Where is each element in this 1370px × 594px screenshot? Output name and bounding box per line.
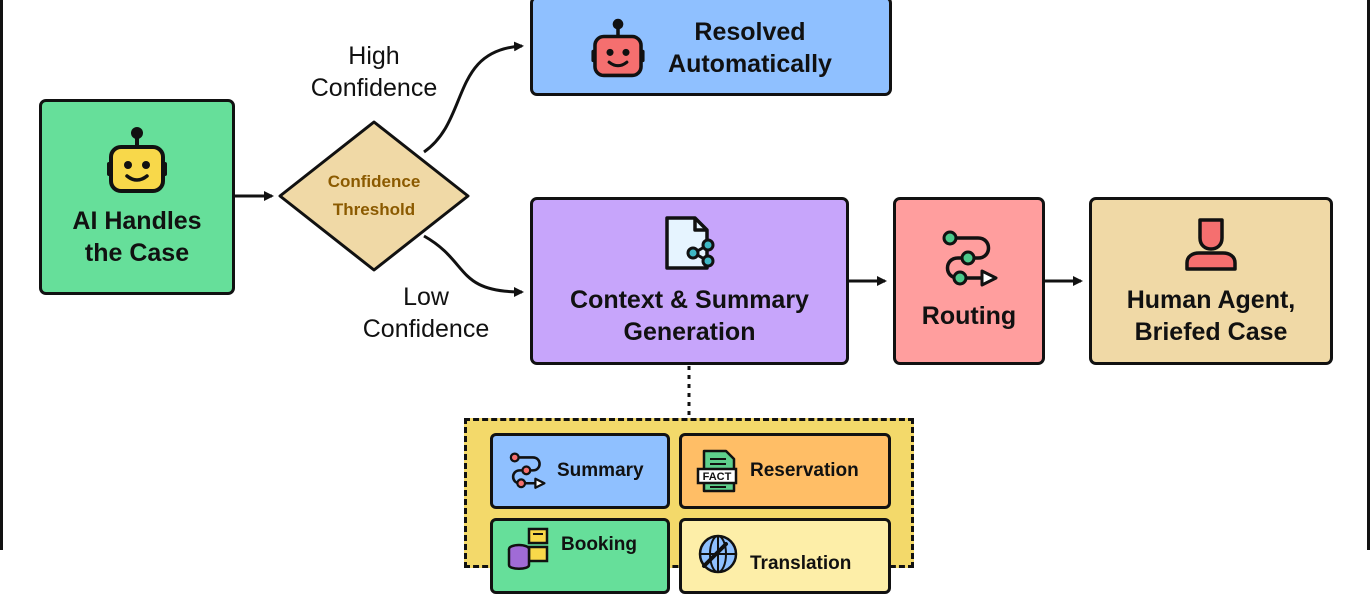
person-icon	[1185, 218, 1237, 271]
high-line2: Confidence	[310, 74, 438, 102]
summary-tool: Summary	[490, 433, 670, 509]
threshold-line1: Confidence	[327, 172, 421, 191]
diagram-frame	[0, 0, 1370, 550]
confidence-threshold-label: Confidence Threshold	[290, 168, 458, 224]
context-line1: Context & Summary	[570, 286, 809, 314]
globe-icon	[698, 534, 738, 574]
low-line1: Low	[403, 283, 449, 311]
ai-handles-case-node: AI Handles the Case	[39, 99, 235, 295]
document-share-icon	[664, 216, 714, 270]
context-line2: Generation	[623, 318, 756, 346]
routing-label: Routing	[921, 302, 1017, 330]
route-icon	[942, 230, 998, 287]
connector-layer	[235, 41, 1083, 418]
resolved-line2: Automatically	[668, 50, 832, 78]
summary-tool-label: Summary	[557, 460, 644, 481]
ai-handles-line2: the Case	[84, 239, 190, 267]
translation-tool-label: Translation	[750, 553, 852, 574]
human-agent-node: Human Agent, Briefed Case	[1089, 197, 1333, 365]
low-line2: Confidence	[362, 315, 490, 343]
arrow-high-confidence	[423, 41, 524, 154]
booking-tool-label: Booking	[561, 534, 637, 555]
human-line2: Briefed Case	[1134, 318, 1288, 346]
low-confidence-label: Low Confidence	[340, 281, 512, 345]
robot-icon	[107, 127, 167, 193]
confidence-threshold-diamond	[278, 120, 470, 272]
translation-tool: Translation	[679, 518, 891, 594]
reservation-tool: FACT Reservation	[679, 433, 891, 509]
high-line1: High	[348, 42, 400, 70]
context-tools-panel: Summary FACT Reservation Booking	[464, 418, 914, 594]
ai-handles-line1: AI Handles	[72, 207, 202, 235]
routing-node: Routing	[893, 197, 1045, 365]
database-folder-icon	[507, 527, 549, 570]
fact-sheet-icon: FACT	[696, 449, 738, 493]
reservation-tool-label: Reservation	[750, 460, 859, 481]
resolved-automatically-node: Resolved Automatically	[530, 0, 892, 96]
context-summary-node: Context & Summary Generation	[530, 197, 849, 365]
high-confidence-label: High Confidence	[288, 40, 460, 104]
human-line1: Human Agent,	[1126, 286, 1296, 314]
resolved-line1: Resolved	[694, 18, 806, 46]
threshold-line2: Threshold	[332, 200, 416, 219]
route-icon	[509, 452, 546, 489]
booking-tool: Booking	[490, 518, 670, 594]
robot-icon	[591, 18, 645, 78]
svg-text:FACT: FACT	[703, 471, 732, 483]
arrow-low-confidence	[423, 234, 524, 297]
